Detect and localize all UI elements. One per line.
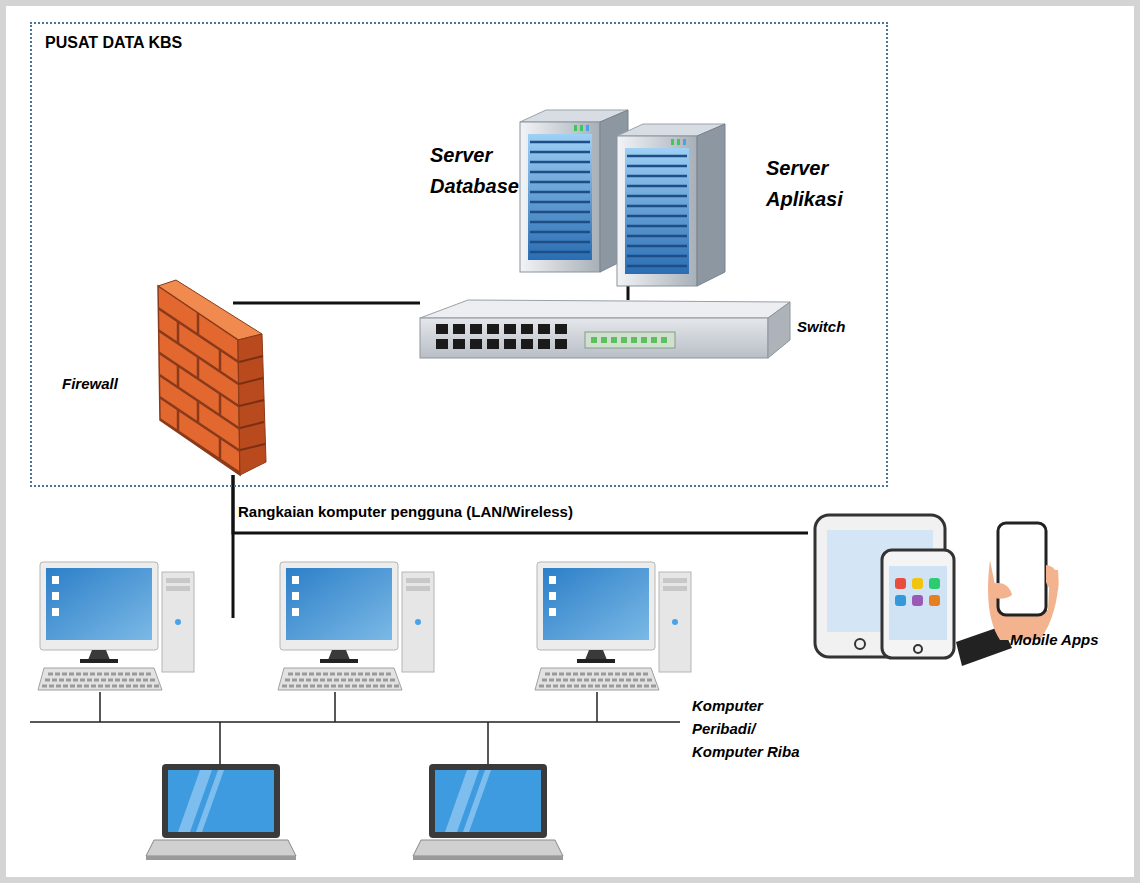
network-label: Rangkaian komputer pengguna (LAN/Wireles…	[238, 503, 573, 520]
network-cable	[233, 302, 420, 305]
switch-icon-part-part	[641, 337, 647, 343]
switch-icon-part	[420, 300, 790, 318]
node-label: Server Aplikasi	[766, 153, 856, 215]
switch-icon-part-part	[651, 337, 657, 343]
switch-icon-part-part	[470, 339, 482, 349]
node-label: Mobile Apps	[1010, 631, 1099, 648]
node-label: Firewall	[62, 375, 118, 392]
switch-icon-part-part	[504, 339, 516, 349]
network-cable	[233, 475, 808, 533]
switch-icon	[420, 300, 790, 358]
switch-icon-part-part	[621, 337, 627, 343]
user-computers: Komputer Peribadi/ Komputer Riba	[30, 618, 860, 865]
switch-icon-part	[591, 337, 667, 343]
switch-icon-part-part	[504, 324, 516, 334]
switch-icon-part-part	[661, 337, 667, 343]
switch-icon-part-part	[487, 324, 499, 334]
desktop-icon	[535, 562, 691, 690]
mobile-devices-icon-part	[914, 645, 922, 653]
desktop-icon	[38, 562, 194, 690]
switch-icon-part-part	[436, 324, 448, 334]
laptop-icon	[146, 764, 296, 860]
application-server-icon	[617, 124, 725, 286]
switch-icon-part-part	[601, 337, 607, 343]
desktop-icon	[278, 562, 434, 690]
mobile-devices-icon-part	[882, 550, 954, 658]
firewall-icon-part	[238, 334, 266, 475]
mobile-devices-icon-part	[929, 595, 940, 606]
mobile-devices-icon-part	[929, 578, 940, 589]
switch-icon-part	[585, 332, 675, 348]
node-label: Komputer Peribadi/ Komputer Riba	[692, 694, 810, 763]
firewall-icon-part-part	[178, 312, 220, 466]
switch-icon-part	[768, 302, 790, 358]
laptop-icon	[413, 764, 563, 860]
mobile-devices-icon-part	[990, 583, 1012, 599]
mobile-devices-icon-part	[895, 595, 906, 606]
firewall-icon	[158, 280, 266, 495]
mobile-devices-icon-part	[912, 595, 923, 606]
node-label: Server Database	[430, 140, 530, 202]
database-server: Server Database	[428, 108, 640, 272]
switch-icon-part-part	[591, 337, 597, 343]
node-label: PUSAT DATA KBS	[45, 34, 182, 52]
node-label: Switch	[797, 318, 845, 335]
mobile-devices-icon-part	[855, 639, 865, 649]
switch-icon-part	[420, 318, 768, 358]
switch-icon-part-part	[538, 339, 550, 349]
firewall: Firewall	[55, 303, 270, 475]
network-switch: Switch	[420, 300, 860, 360]
switch-icon-part-part	[453, 339, 465, 349]
switch-icon-part-part	[521, 339, 533, 349]
switch-icon-part-part	[436, 339, 448, 349]
switch-icon-part-part	[555, 324, 567, 334]
switch-icon-part-part	[538, 324, 550, 334]
firewall-icon-part-part	[158, 308, 240, 495]
switch-icon-part-part	[470, 324, 482, 334]
firewall-icon-part	[158, 308, 240, 495]
application-server: Server Aplikasi	[615, 120, 850, 286]
mobile-devices-icon-part	[912, 578, 923, 589]
data-center-zone: PUSAT DATA KBS Server Database Server Apli…	[30, 22, 888, 487]
mobile-devices-icon-part	[895, 578, 906, 589]
mobile-devices-icon-part	[889, 566, 947, 640]
switch-icon-part-part	[611, 337, 617, 343]
network-cable	[627, 286, 630, 300]
switch-icon-part-part	[555, 339, 567, 349]
switch-icon-part-part	[487, 339, 499, 349]
switch-icon-part-part	[631, 337, 637, 343]
switch-icon-part-part	[521, 324, 533, 334]
mobile-devices-icon-part	[998, 523, 1046, 615]
outer-frame	[3, 3, 1137, 880]
firewall-icon-part	[239, 356, 265, 450]
switch-icon-part	[436, 324, 567, 349]
switch-icon-part-part	[453, 324, 465, 334]
database-server-icon	[520, 110, 628, 272]
mobile-devices-icon-part	[1046, 565, 1059, 591]
lan-bus-wire	[30, 692, 680, 764]
mobile-devices: Mobile Apps	[808, 513, 1108, 665]
